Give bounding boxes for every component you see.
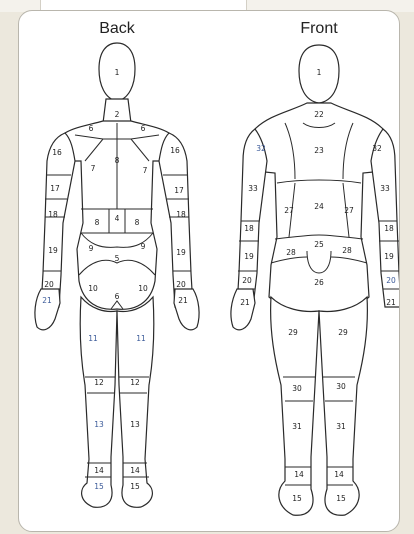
front-hand-left[interactable] <box>231 289 255 330</box>
back-leg-right[interactable] <box>117 297 154 507</box>
back-label-shoulder-right: 6 <box>141 124 146 133</box>
back-label-upperarm-right: 16 <box>170 146 180 155</box>
front-label-side-right: 27 <box>344 206 354 215</box>
front-view: Front 1 <box>231 20 400 515</box>
back-label-lowback-right: 8 <box>135 218 140 227</box>
back-label-lowerarm-left: 19 <box>48 246 58 255</box>
back-label-wrist-right: 20 <box>176 280 186 289</box>
back-label-hand-left: 21 <box>42 296 52 305</box>
back-label-knee-right: 12 <box>130 378 140 387</box>
body-map-card: Back <box>18 10 400 532</box>
back-label-thigh-right: 11 <box>136 334 146 343</box>
front-label-thigh-right: 29 <box>338 328 348 337</box>
front-label-lowerarm-left: 19 <box>244 252 254 261</box>
back-label-elbow-left: 17 <box>50 184 60 193</box>
front-label-wrist-left: 20 <box>242 276 252 285</box>
back-label-ankle-right: 14 <box>130 466 140 475</box>
back-label-elbow-right: 17 <box>174 186 184 195</box>
front-title: Front <box>300 20 338 37</box>
front-label-abdomen: 24 <box>314 202 324 211</box>
front-label-shoulder-right: 32 <box>372 144 382 153</box>
back-view: Back <box>35 20 199 507</box>
back-label-forearm-left: 18 <box>48 210 58 219</box>
back-label-lowback-left: 8 <box>95 218 100 227</box>
back-label-wrist-left: 20 <box>44 280 54 289</box>
front-label-foot-left: 15 <box>292 494 302 503</box>
front-label-shin-right: 31 <box>336 422 346 431</box>
front-label-upperarm-right: 33 <box>380 184 390 193</box>
front-label-knee-left: 30 <box>292 384 302 393</box>
back-label-calf-left: 13 <box>94 420 104 429</box>
back-label-foot-left: 15 <box>94 482 104 491</box>
back-label-upperback-left: 7 <box>91 164 96 173</box>
back-label-thigh-left: 11 <box>88 334 98 343</box>
back-label-buttock-right: 10 <box>138 284 148 293</box>
back-label-flank-left: 9 <box>89 244 94 253</box>
back-label-head: 1 <box>115 68 120 77</box>
front-label-shin-left: 31 <box>292 422 302 431</box>
front-label-ankle-left: 14 <box>294 470 304 479</box>
front-label-wrist-right: 20 <box>386 276 396 285</box>
back-label-knee-left: 12 <box>94 378 104 387</box>
back-label-neck: 2 <box>115 110 120 119</box>
front-label-forearm-left: 18 <box>244 224 254 233</box>
front-label-head: 1 <box>317 68 322 77</box>
front-label-pubis: 25 <box>314 240 324 249</box>
front-label-forearm-right: 18 <box>384 224 394 233</box>
back-label-lowerarm-right: 19 <box>176 248 186 257</box>
front-label-side-left: 27 <box>284 206 294 215</box>
front-label-lowerarm-right: 19 <box>384 252 394 261</box>
back-label-sacrum: 5 <box>115 254 120 263</box>
back-label-lowback-mid: 4 <box>115 214 120 223</box>
front-label-hand-left: 21 <box>240 298 250 307</box>
back-label-spine: 8 <box>115 156 120 165</box>
back-title: Back <box>99 20 136 37</box>
body-map-diagram: Back <box>19 11 400 532</box>
back-label-flank-right: 9 <box>141 242 146 251</box>
back-label-forearm-right: 18 <box>176 210 186 219</box>
back-leg-left[interactable] <box>80 297 117 507</box>
back-label-calf-right: 13 <box>130 420 140 429</box>
back-label-hand-right: 21 <box>178 296 188 305</box>
front-label-chest: 23 <box>314 146 324 155</box>
front-label-hand-right: 21 <box>386 298 396 307</box>
back-label-cleft: 6 <box>115 292 120 301</box>
back-label-buttock-left: 10 <box>88 284 98 293</box>
front-label-hip-right: 28 <box>342 246 352 255</box>
front-label-thigh-left: 29 <box>288 328 298 337</box>
back-label-upperback-right: 7 <box>143 166 148 175</box>
front-label-neck: 22 <box>314 110 324 119</box>
front-label-ankle-right: 14 <box>334 470 344 479</box>
front-label-groin: 26 <box>314 278 324 287</box>
front-label-hip-left: 28 <box>286 248 296 257</box>
front-label-foot-right: 15 <box>336 494 346 503</box>
back-label-foot-right: 15 <box>130 482 140 491</box>
front-label-knee-right: 30 <box>336 382 346 391</box>
front-label-upperarm-left: 33 <box>248 184 258 193</box>
front-label-shoulder-left: 32 <box>256 144 266 153</box>
back-label-upperarm-left: 16 <box>52 148 62 157</box>
back-label-ankle-left: 14 <box>94 466 104 475</box>
back-label-shoulder-left: 6 <box>89 124 94 133</box>
